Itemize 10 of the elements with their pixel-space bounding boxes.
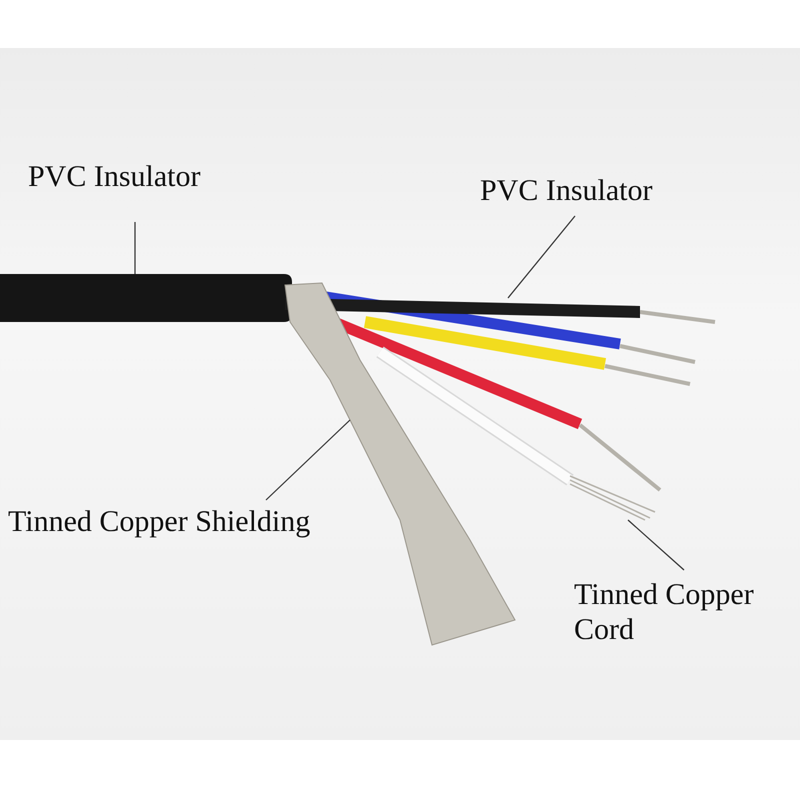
- leader-line: [508, 216, 576, 298]
- copper-strands: [570, 475, 656, 521]
- part-label: PVC Insulator: [480, 174, 652, 208]
- leader-line: [134, 222, 136, 274]
- cable-jacket: [0, 274, 292, 322]
- part-label: Tinned Copper Cord: [574, 578, 794, 647]
- part-label: Tinned Copper Shielding: [8, 505, 310, 540]
- part-label: PVC Insulator: [28, 160, 200, 194]
- leader-line: [628, 520, 684, 570]
- leader-line: [266, 420, 350, 500]
